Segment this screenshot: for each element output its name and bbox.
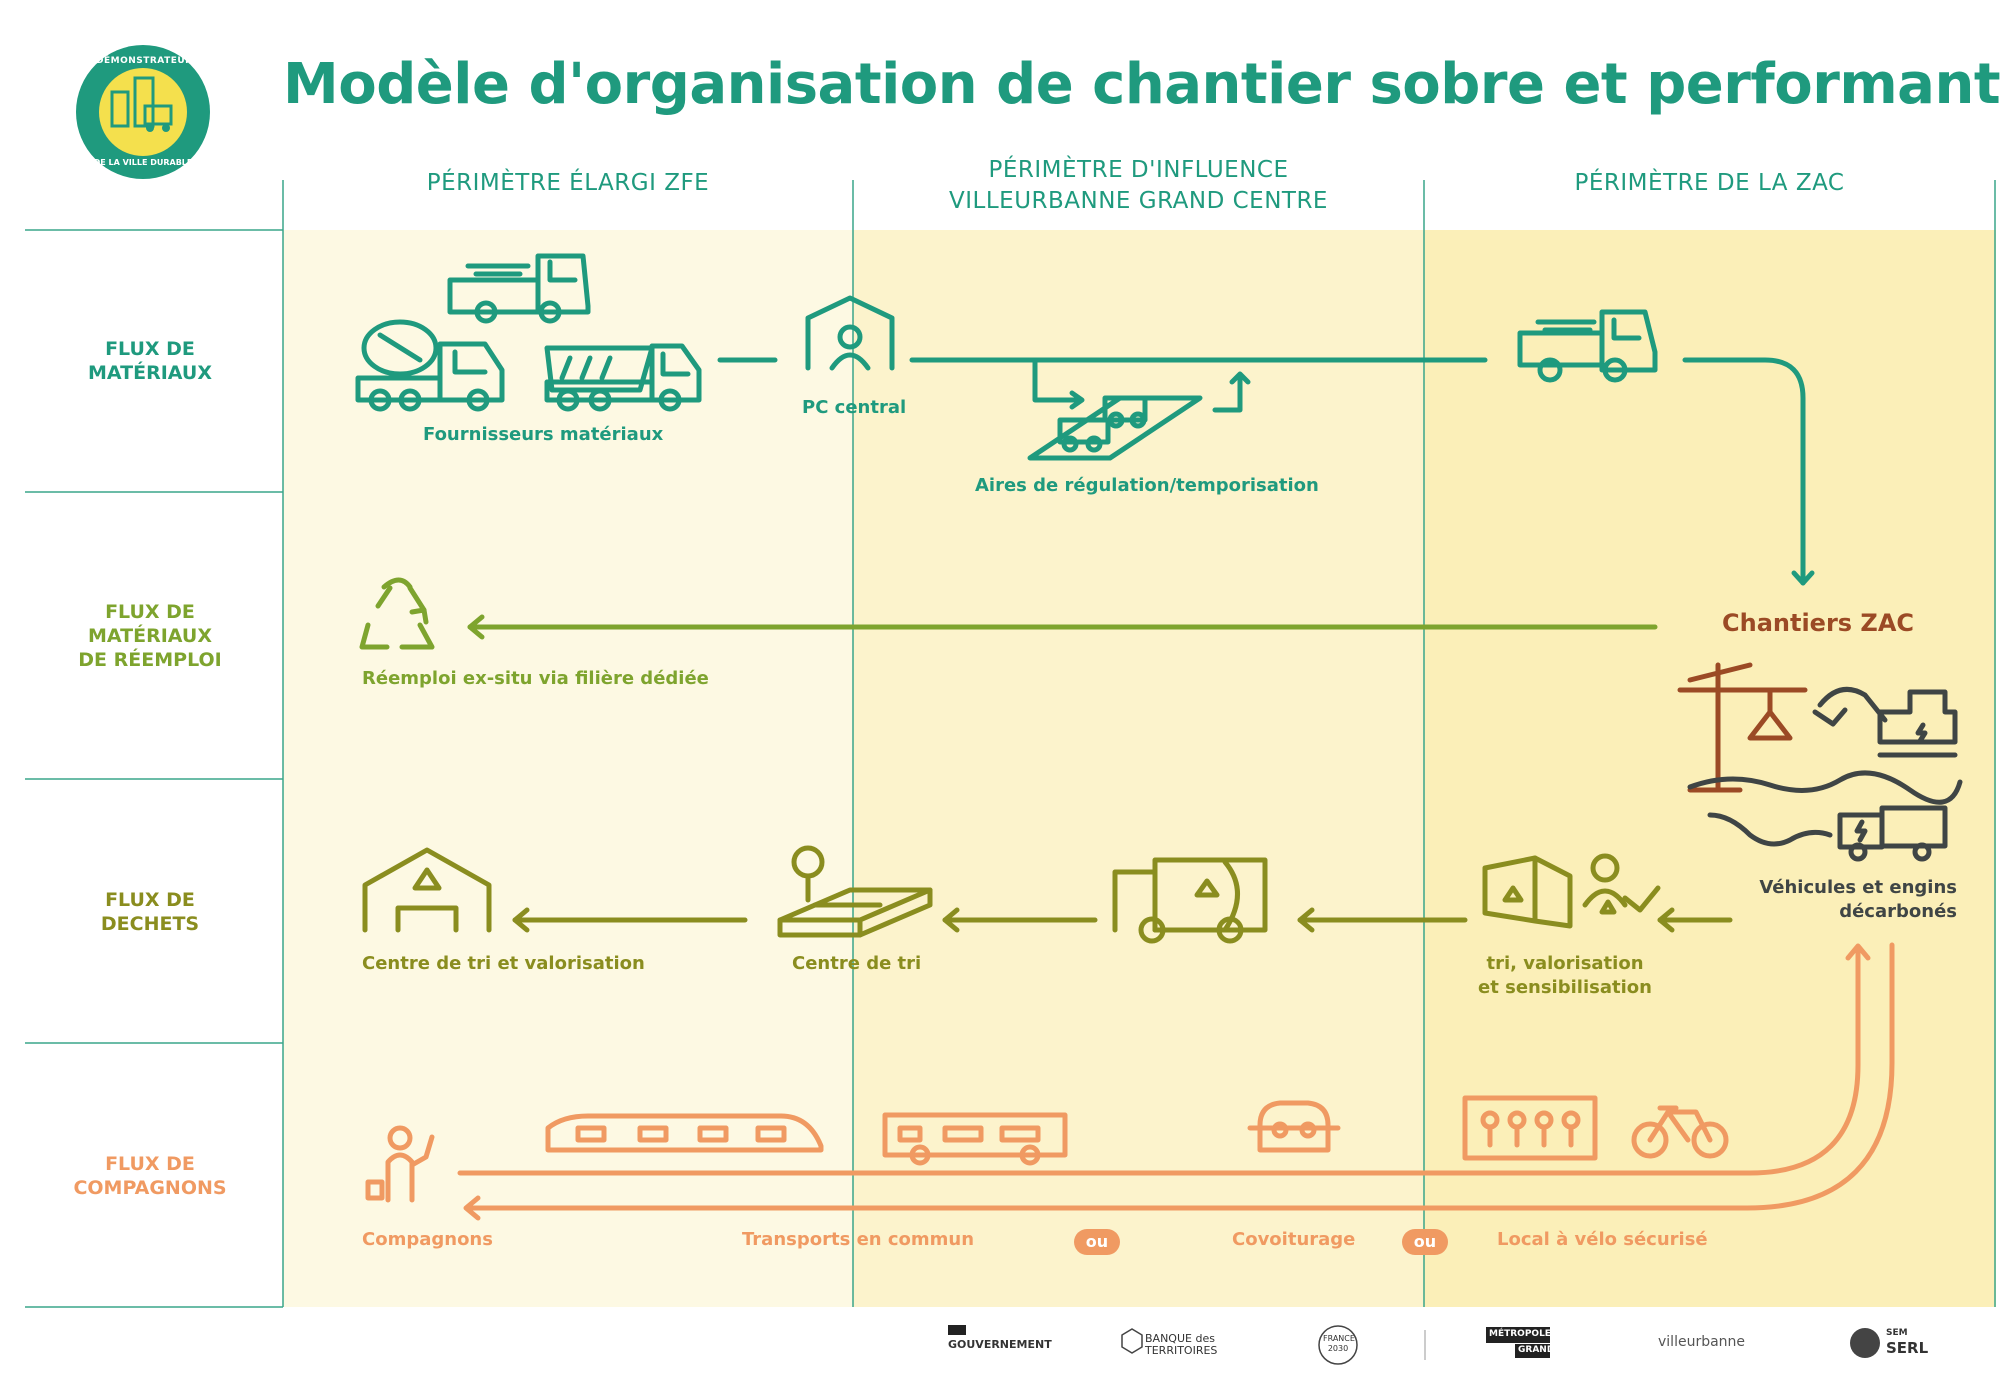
carpool-car-icon bbox=[1247, 1100, 1341, 1153]
label-vehicules-line1: Véhicules et engins bbox=[1759, 877, 1957, 898]
recycling-warehouse-icon bbox=[362, 847, 492, 933]
row-label-materials: FLUX DE MATÉRIAUX bbox=[60, 337, 240, 385]
badge-bottom-text: DE LA VILLE DURABLE bbox=[93, 158, 193, 167]
logo-gouvernement: GOUVERNEMENT bbox=[948, 1338, 1052, 1351]
outbound-path bbox=[457, 944, 1861, 1176]
column-header-zac: PÉRIMÈTRE DE LA ZAC bbox=[1574, 170, 1845, 196]
label-tri-sensibilisation: tri, valorisation et sensibilisation bbox=[1470, 952, 1660, 1000]
label-transports: Transports en commun bbox=[742, 1229, 975, 1250]
row-label-reuse-line2: MATÉRIAUX bbox=[88, 625, 212, 647]
label-vehicules: Véhicules et engins décarbonés bbox=[1720, 876, 1957, 924]
footer-logos bbox=[948, 1325, 1880, 1365]
worker-icon bbox=[365, 1125, 435, 1203]
bus-icon bbox=[882, 1112, 1068, 1166]
dump-truck-icon bbox=[544, 343, 702, 412]
column-header-influence-line2: VILLEURBANNE GRAND CENTRE bbox=[949, 188, 1328, 214]
row-label-materials-line2: MATÉRIAUX bbox=[88, 362, 212, 384]
page-title: Modèle d'organisation de chantier sobre … bbox=[283, 52, 2000, 117]
logo-france-2030: FRANCE 2030 bbox=[1323, 1334, 1355, 1353]
label-velo: Local à vélo sécurisé bbox=[1497, 1229, 1708, 1250]
logo-metropole-line1: MÉTROPOLE bbox=[1489, 1329, 1551, 1339]
grid-lines bbox=[25, 180, 1996, 1308]
recycle-icon bbox=[359, 577, 435, 650]
label-fournisseurs: Fournisseurs matériaux bbox=[423, 424, 664, 445]
column-header-influence-line1: PÉRIMÈTRE D'INFLUENCE bbox=[988, 157, 1289, 183]
return-path bbox=[464, 942, 1895, 1211]
regulation-branch-arrow bbox=[1032, 357, 1083, 403]
label-covoiturage: Covoiturage bbox=[1232, 1229, 1356, 1250]
label-aires-regulation: Aires de régulation/temporisation bbox=[975, 475, 1319, 496]
label-compagnons: Compagnons bbox=[362, 1229, 493, 1250]
supplier-truck-icon bbox=[447, 253, 591, 324]
excavator-icon bbox=[1687, 686, 1963, 847]
row-label-workers: FLUX DE COMPAGNONS bbox=[60, 1152, 240, 1200]
tram-icon bbox=[545, 1113, 824, 1153]
label-tri-line1: tri, valorisation bbox=[1486, 953, 1644, 974]
row-label-reuse-line1: FLUX DE bbox=[105, 601, 195, 623]
logo-serl-line1: SEM bbox=[1886, 1328, 1908, 1338]
row-label-workers-line2: COMPAGNONS bbox=[73, 1177, 227, 1199]
label-pc-central: PC central bbox=[802, 397, 907, 418]
label-reemploi: Réemploi ex-situ via filière dédiée bbox=[362, 668, 709, 689]
row-label-waste: FLUX DE DECHETS bbox=[60, 888, 240, 936]
row-label-workers-line1: FLUX DE bbox=[105, 1153, 195, 1175]
electric-truck-icon bbox=[1837, 805, 1948, 862]
waste-flow bbox=[362, 845, 1733, 944]
row-label-reuse: FLUX DE MATÉRIAUX DE RÉEMPLOI bbox=[60, 600, 240, 672]
column-header-influence: PÉRIMÈTRE D'INFLUENCE VILLEURBANNE GRAND… bbox=[853, 155, 1424, 217]
chantiers-icons bbox=[1677, 662, 1963, 862]
column-header-zfe: PÉRIMÈTRE ÉLARGI ZFE bbox=[426, 170, 710, 196]
bicycle-icon bbox=[1631, 1105, 1729, 1159]
logo-serl-line2: SERL bbox=[1886, 1339, 1929, 1357]
regulation-area-icon bbox=[1027, 395, 1203, 461]
materials-to-chantiers-arrow bbox=[1682, 357, 1806, 586]
row-label-reuse-line3: DE RÉEMPLOI bbox=[78, 649, 222, 671]
materials-flow bbox=[355, 253, 1815, 586]
logo-metropole-line2: GRAND LYON bbox=[1518, 1345, 1584, 1355]
sorting-center-icon bbox=[777, 845, 933, 938]
reuse-flow bbox=[359, 577, 1658, 650]
garbage-truck-icon bbox=[1112, 857, 1268, 944]
demonstrateurs-badge-icon bbox=[76, 45, 210, 179]
label-tri-line2: et sensibilisation bbox=[1478, 977, 1652, 998]
logo-villeurbanne: villeurbanne bbox=[1658, 1334, 1746, 1350]
crane-icon bbox=[1677, 662, 1808, 793]
bike-parking-icon bbox=[1462, 1095, 1598, 1161]
logo-banque-territoires: BANQUE des TERRITOIRES bbox=[1145, 1332, 1218, 1357]
or-badge-2: ou bbox=[1402, 1229, 1448, 1255]
row-label-waste-line2: DECHETS bbox=[100, 913, 200, 935]
row-label-waste-line1: FLUX DE bbox=[105, 889, 195, 911]
label-centre-tri: Centre de tri bbox=[792, 953, 922, 974]
label-vehicules-line2: décarbonés bbox=[1839, 901, 1957, 922]
awareness-person-icon bbox=[1582, 853, 1661, 915]
column-3-background bbox=[1424, 230, 1996, 1307]
pc-central-icon bbox=[805, 295, 895, 371]
row-label-materials-line1: FLUX DE bbox=[105, 338, 195, 360]
label-centre-tri-valorisation: Centre de tri et valorisation bbox=[362, 953, 645, 974]
badge-top-text: DÉMONSTRATEURS bbox=[96, 56, 200, 66]
or-badge-1: ou bbox=[1074, 1229, 1120, 1255]
workers-flow bbox=[365, 942, 1895, 1221]
sorting-box-icon bbox=[1482, 855, 1573, 929]
label-chantiers-zac: Chantiers ZAC bbox=[1722, 609, 1915, 637]
concrete-mixer-icon bbox=[355, 319, 505, 412]
column-2-background bbox=[853, 230, 1424, 1307]
zac-delivery-truck-icon bbox=[1517, 309, 1658, 383]
